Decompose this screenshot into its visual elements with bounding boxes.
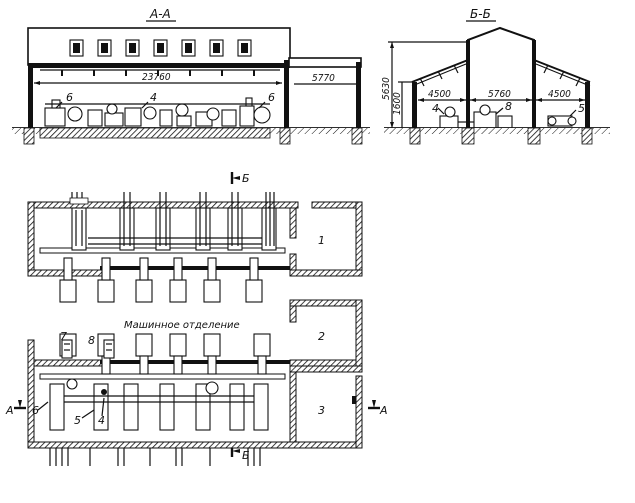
callout-bb-4: 4 (432, 102, 439, 115)
dim-left: 4500 (428, 89, 451, 100)
upper-pump-units (59, 192, 277, 303)
callout-bb-8: 8 (505, 100, 512, 113)
dim-right: 4500 (548, 89, 571, 100)
cut-a-left-label: А (5, 404, 14, 417)
callout-bb-5: 5 (578, 102, 585, 115)
annex-roof (288, 57, 362, 68)
room-3-label: 3 (318, 404, 325, 417)
roof-outline-bb (411, 26, 591, 83)
room-2-label: 2 (318, 330, 325, 343)
cut-b-top-label: Б (242, 172, 250, 185)
callout-aa-6-right: 6 (268, 91, 275, 104)
lower-pump-units (49, 333, 271, 466)
room-2 (289, 299, 363, 367)
crane-beams (40, 69, 280, 76)
equipment-bb (439, 104, 577, 129)
callout-plan-5: 5 (74, 414, 81, 427)
callout-aa-6-left: 6 (66, 91, 73, 104)
windows (69, 39, 252, 57)
ground-bb (384, 128, 610, 134)
lower-channel (39, 373, 286, 380)
callout-plan-8: 8 (88, 334, 95, 347)
section-aa: А-А 5 (12, 7, 370, 145)
cut-a-right-label: А (379, 404, 388, 417)
dim-length: 23760 (142, 72, 171, 83)
callout-plan-4: 4 (98, 414, 105, 427)
callout-aa-4: 4 (150, 91, 157, 104)
lower-block (27, 339, 363, 449)
foundation-aa (39, 127, 271, 139)
dim-height: 5630 (381, 77, 392, 100)
machine-hall-label: Машинное отделение (124, 320, 240, 331)
dim-mid-height: 1600 (392, 92, 403, 115)
section-aa-title: А-А (149, 7, 171, 21)
dim-mid: 5760 (488, 89, 511, 100)
callout-plan-6: 6 (32, 404, 39, 417)
equipment-row-aa (44, 97, 271, 127)
floor-plan: Б Б А А 1 (5, 172, 388, 466)
cut-b-bottom-label: Б (242, 449, 250, 462)
dim-annex: 5770 (312, 73, 335, 84)
section-bb-title: Б-Б (470, 7, 491, 21)
callout-plan-7: 7 (60, 330, 67, 343)
section-bb: Б-Б 5630 1600 4 (381, 7, 610, 145)
room-1-label: 1 (318, 234, 325, 247)
roof-slab (28, 63, 290, 68)
